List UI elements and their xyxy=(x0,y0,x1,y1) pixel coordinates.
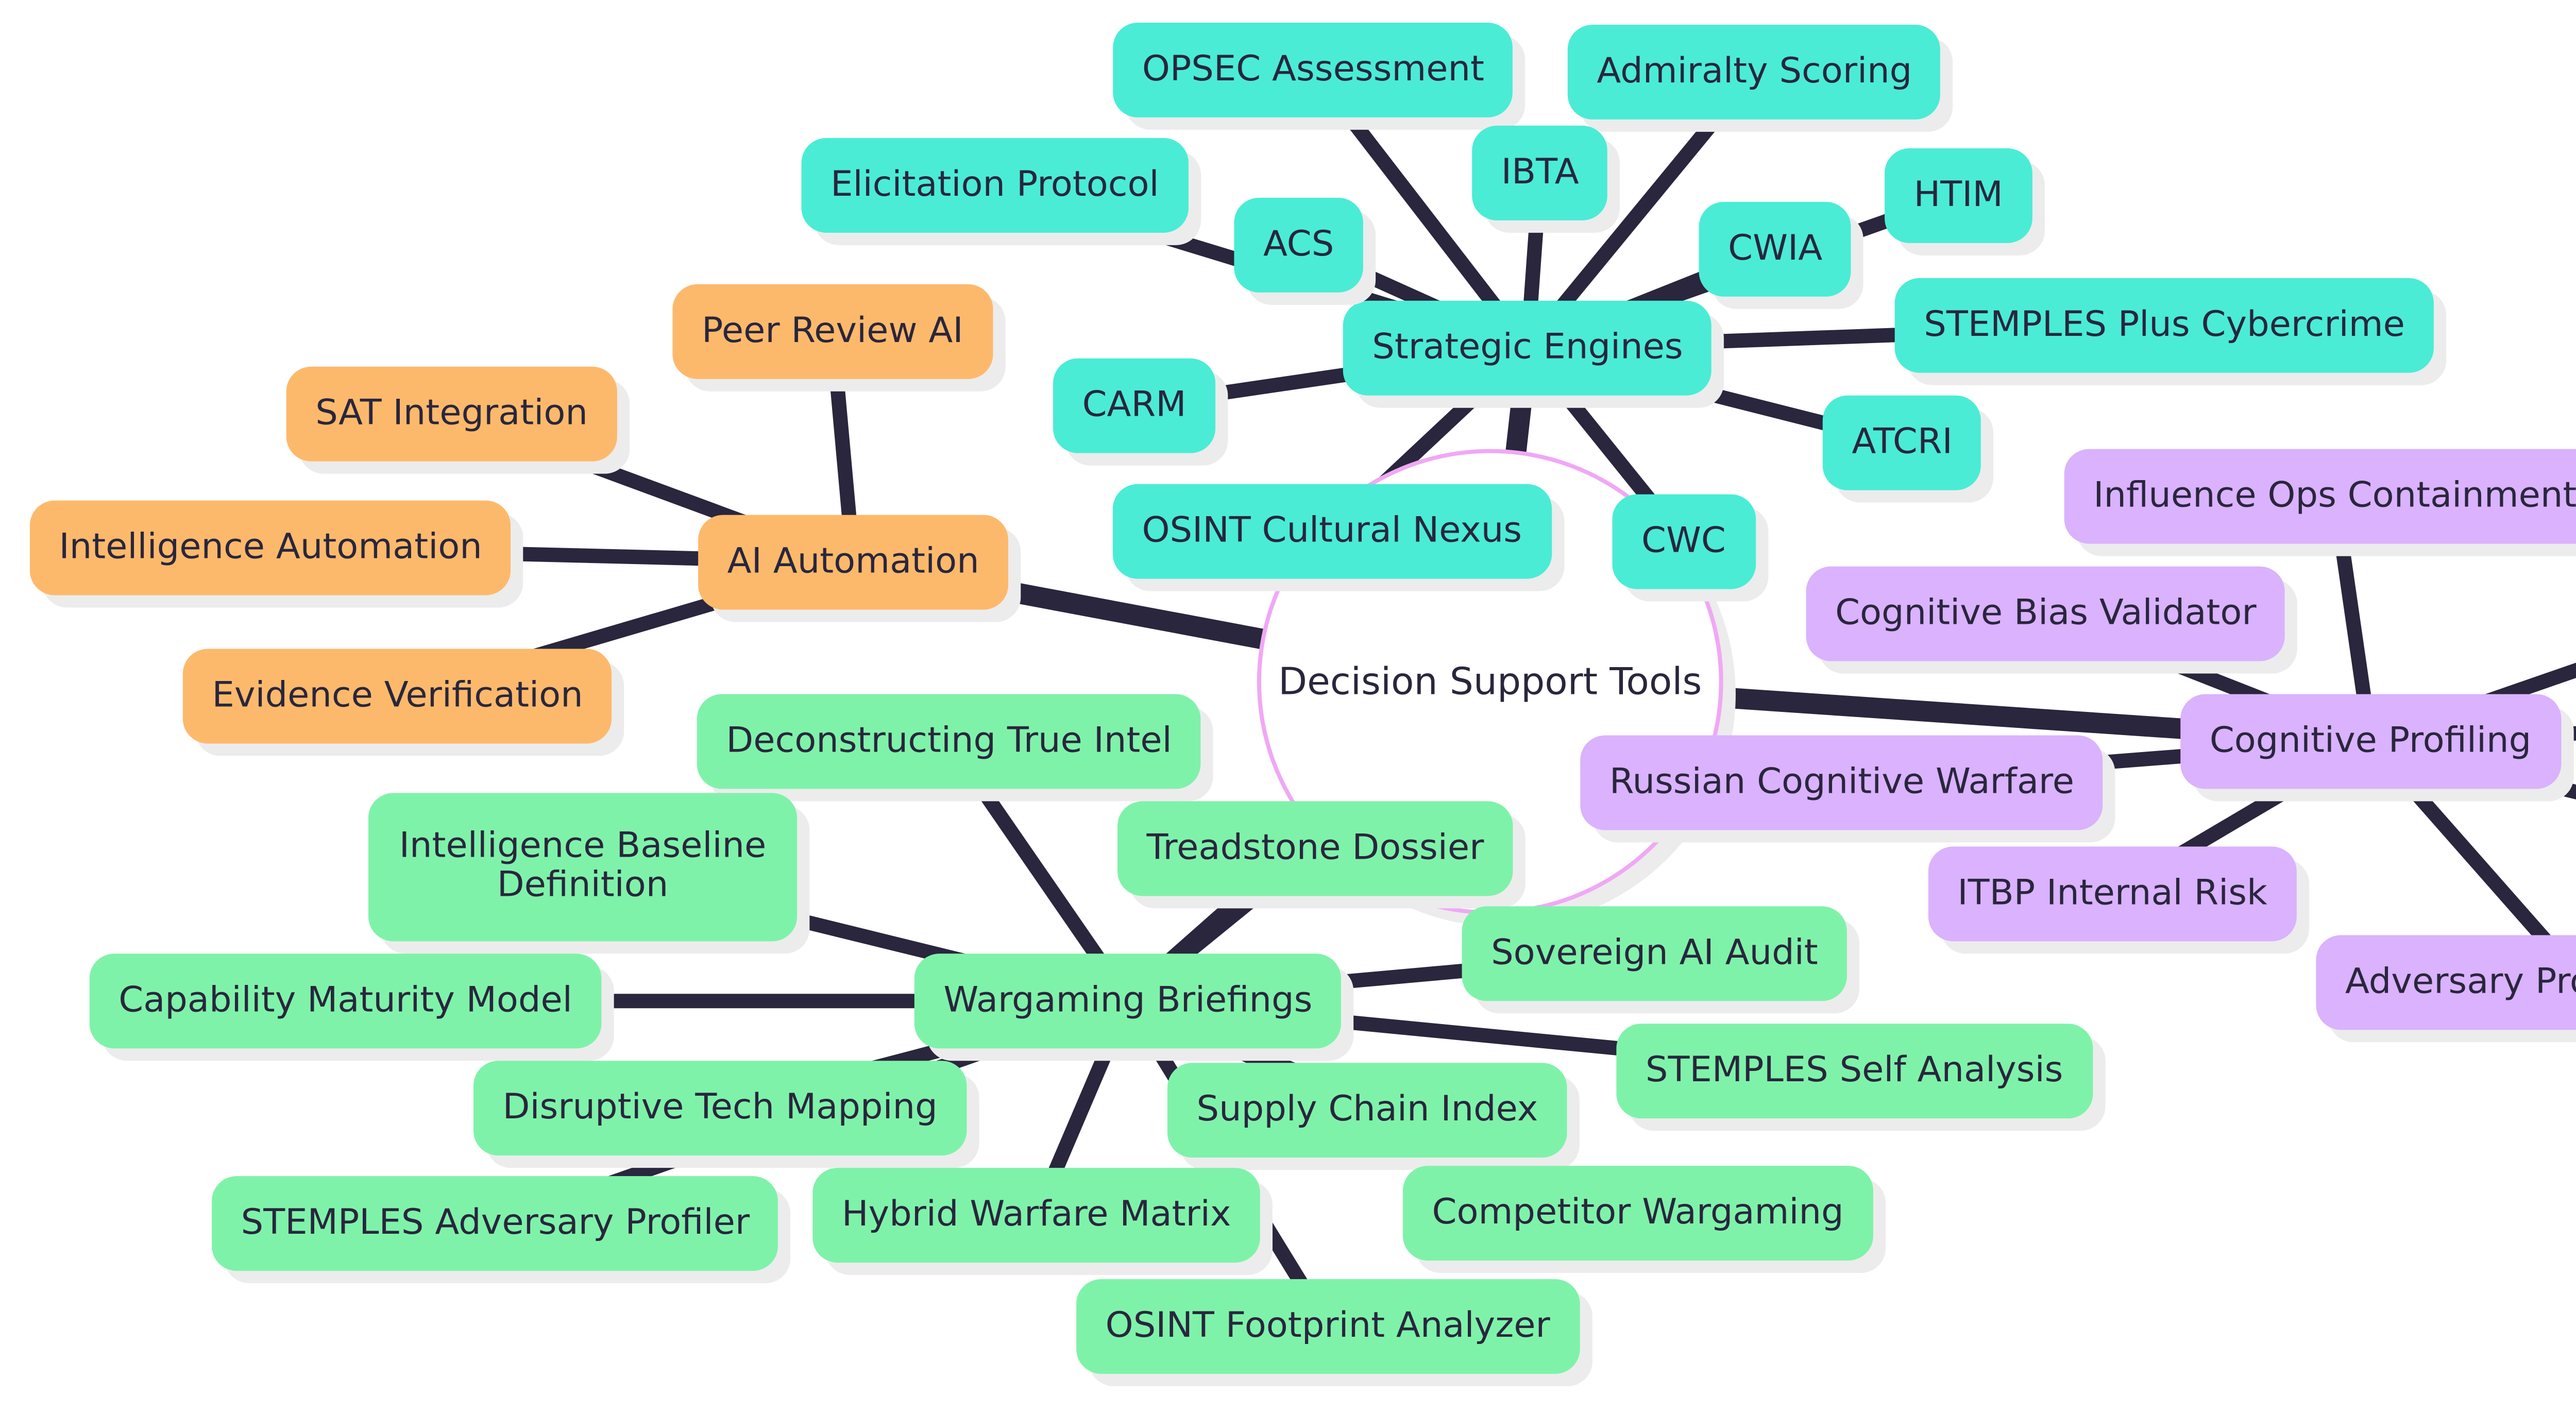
node-osint-footprint-analyzer[interactable]: OSINT Footprint Analyzer xyxy=(1076,1279,1580,1374)
node-disruptive-tech-mapping[interactable]: Disruptive Tech Mapping xyxy=(473,1061,967,1156)
node-treadstone-dossier[interactable]: Treadstone Dossier xyxy=(1117,801,1513,896)
node-hybrid-warfare-matrix[interactable]: Hybrid Warfare Matrix xyxy=(812,1168,1261,1263)
node-capability-maturity-model[interactable]: Capability Maturity Model xyxy=(89,954,602,1049)
node-evidence-verification[interactable]: Evidence Verification xyxy=(182,649,613,744)
edge-wargaming-to-osint-footprint-analyzer xyxy=(1122,997,1334,1331)
node-cwc[interactable]: CWC xyxy=(1612,494,1755,589)
node-stemples-plus-cybercrime[interactable]: STEMPLES Plus Cybercrime xyxy=(1894,278,2434,373)
node-stemples-self-analysis[interactable]: STEMPLES Self Analysis xyxy=(1616,1024,2093,1119)
branch-cognitive-profiling[interactable]: Cognitive Profiling xyxy=(2180,694,2561,789)
node-itbp-internal-risk[interactable]: ITBP Internal Risk xyxy=(1928,846,2297,942)
node-stemples-adversary-profiler[interactable]: STEMPLES Adversary Profiler xyxy=(212,1176,779,1271)
node-russian-cognitive-warfare[interactable]: Russian Cognitive Warfare xyxy=(1580,735,2104,830)
node-peer-review-ai[interactable]: Peer Review AI xyxy=(672,284,993,379)
node-deconstructing-true-intel[interactable]: Deconstructing True Intel xyxy=(697,694,1201,789)
node-intelligence-automation[interactable]: Intelligence Automation xyxy=(29,500,512,595)
node-intelligence-baseline-definition[interactable]: Intelligence Baseline Definition xyxy=(368,793,798,942)
node-ibta[interactable]: IBTA xyxy=(1472,125,1608,220)
node-acs[interactable]: ACS xyxy=(1234,197,1363,293)
branch-wargaming-briefings[interactable]: Wargaming Briefings xyxy=(914,954,1342,1049)
node-influence-ops-containment[interactable]: Influence Ops Containment xyxy=(2064,449,2576,544)
node-htim[interactable]: HTIM xyxy=(1885,148,2032,243)
node-sat-integration[interactable]: SAT Integration xyxy=(286,366,617,462)
node-cwia[interactable]: CWIA xyxy=(1699,201,1852,297)
node-admiralty-scoring[interactable]: Admiralty Scoring xyxy=(1567,24,1941,120)
node-carm[interactable]: CARM xyxy=(1053,358,1216,453)
node-supply-chain-index[interactable]: Supply Chain Index xyxy=(1167,1063,1567,1158)
branch-ai-automation[interactable]: AI Automation xyxy=(698,515,1009,610)
node-atcri[interactable]: ATCRI xyxy=(1822,395,1982,490)
node-elicitation-protocol[interactable]: Elicitation Protocol xyxy=(801,138,1189,233)
node-osint-cultural-nexus[interactable]: OSINT Cultural Nexus xyxy=(1112,484,1551,579)
node-cognitive-bias-validator[interactable]: Cognitive Bias Validator xyxy=(1806,566,2286,661)
node-opsec-assessment[interactable]: OPSEC Assessment xyxy=(1113,22,1514,117)
node-competitor-wargaming[interactable]: Competitor Wargaming xyxy=(1402,1166,1873,1261)
node-adversary-profiling-service[interactable]: Adversary Profiling Service xyxy=(2316,935,2576,1030)
root-node-label: Decision Support Tools xyxy=(1278,660,1702,704)
branch-strategic-engines[interactable]: Strategic Engines xyxy=(1343,300,1713,396)
node-sovereign-ai-audit[interactable]: Sovereign AI Audit xyxy=(1462,906,1848,1001)
